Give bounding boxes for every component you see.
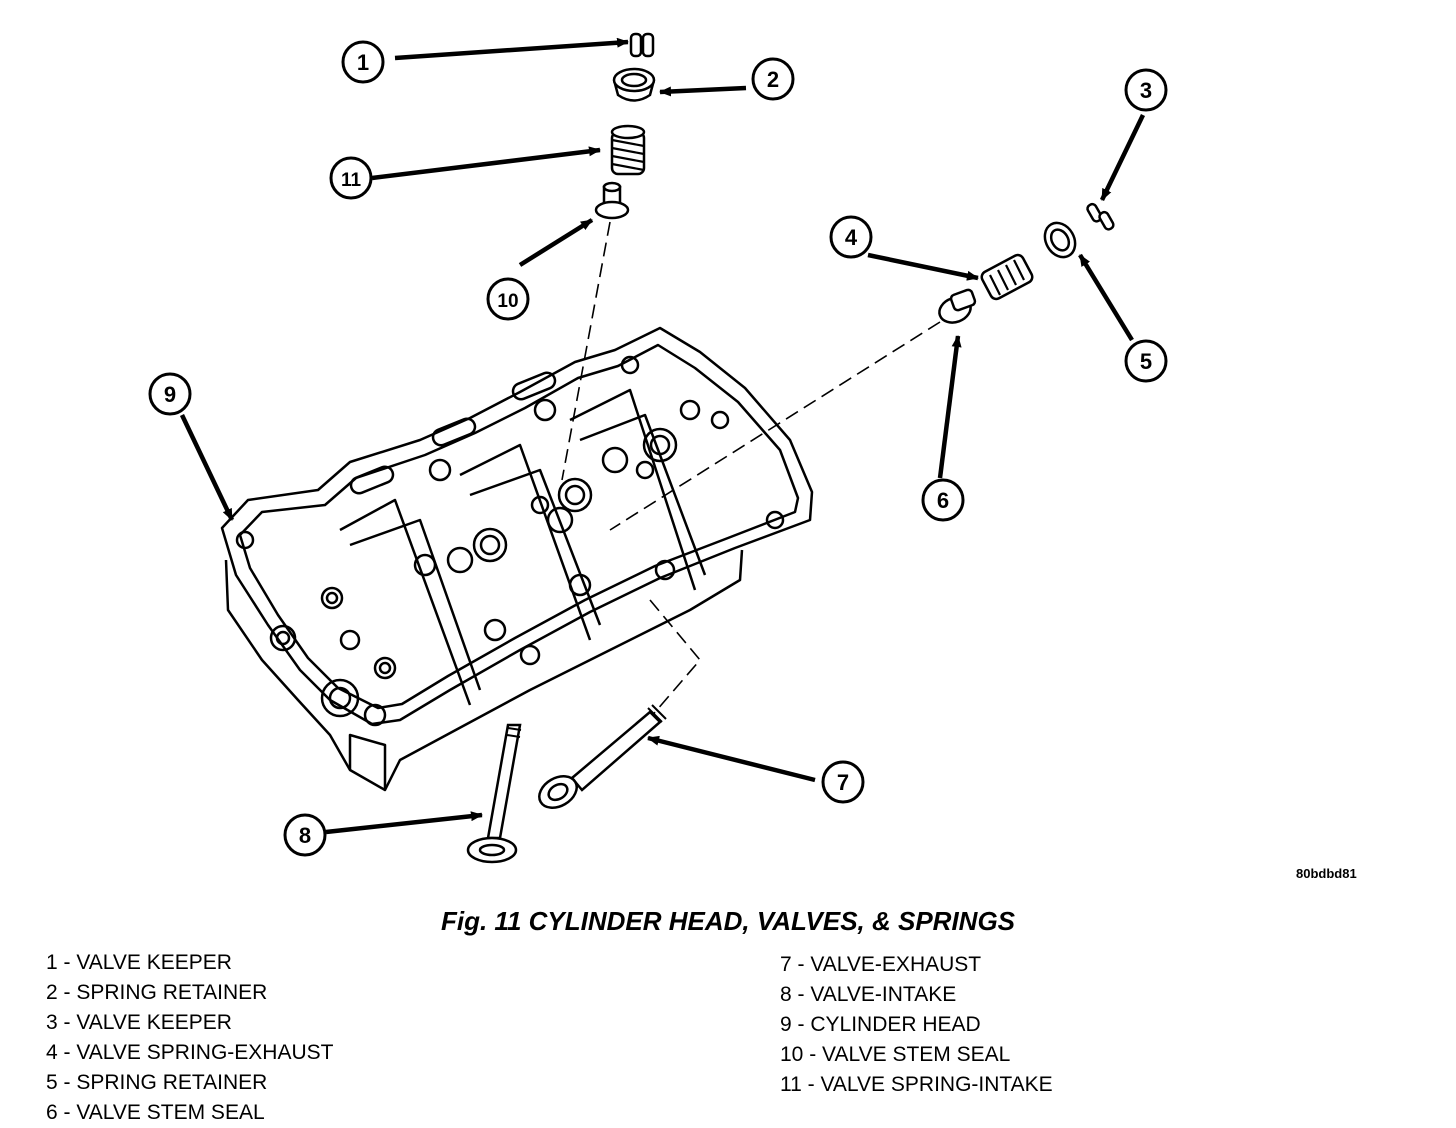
callout-10-ring <box>486 277 530 321</box>
callout-7-ring <box>821 760 865 804</box>
callout-6-ring <box>921 478 965 522</box>
callout-9-ring <box>148 372 192 416</box>
legend-right-column: 7 - VALVE-EXHAUST 8 - VALVE-INTAKE 9 - C… <box>780 950 1053 1100</box>
callout-10: 10 <box>497 291 518 312</box>
legend-item: 9 - CYLINDER HEAD <box>780 1013 981 1036</box>
callout-5-ring <box>1124 339 1168 383</box>
cylinder-head <box>220 326 814 792</box>
legend-item: 3 - VALVE KEEPER <box>46 1011 232 1034</box>
legend-item: 11 - VALVE SPRING-INTAKE <box>780 1073 1053 1096</box>
callout-4-ring <box>829 215 873 259</box>
exploded-diagram: 1 2 3 4 5 6 7 8 9 10 11 <box>148 32 1168 864</box>
valve-exhaust <box>538 704 667 809</box>
callout-3: 3 <box>1140 78 1152 103</box>
legend-item: 8 - VALVE-INTAKE <box>780 983 957 1006</box>
callout-numbers: 1 2 3 4 5 6 7 8 9 10 11 <box>164 50 1152 848</box>
callout-4: 4 <box>845 225 858 250</box>
callout-7: 7 <box>837 770 849 795</box>
callout-3-ring <box>1124 68 1168 112</box>
callout-2-ring <box>751 57 795 101</box>
spring-retainer-exhaust <box>1043 221 1077 259</box>
valve-stem-seal-intake <box>594 181 630 220</box>
legend-item: 10 - VALVE STEM SEAL <box>780 1043 1011 1066</box>
legend-left-column: 1 - VALVE KEEPER 2 - SPRING RETAINER 3 -… <box>46 948 333 1128</box>
legend-item: 1 - VALVE KEEPER <box>46 951 232 974</box>
figure-caption: Fig. 11 CYLINDER HEAD, VALVES, & SPRINGS <box>440 906 1016 936</box>
leader-arrows <box>179 37 1146 835</box>
valve-intake <box>466 723 522 864</box>
callout-6: 6 <box>937 488 949 513</box>
valve-spring-exhaust <box>980 253 1034 301</box>
valve-spring-intake <box>610 124 646 176</box>
callout-1: 1 <box>357 50 369 75</box>
callout-11: 11 <box>341 170 362 191</box>
legend-item: 5 - SPRING RETAINER <box>46 1071 268 1094</box>
valve-keeper-exhaust <box>1086 202 1115 231</box>
valve-keeper-intake <box>629 32 655 58</box>
alignment-lines <box>561 221 941 719</box>
callout-11-ring <box>329 156 373 200</box>
legend-item: 7 - VALVE-EXHAUST <box>780 953 982 976</box>
callout-circles <box>148 40 1168 857</box>
valve-stem-seal-exhaust <box>938 288 977 324</box>
callout-8: 8 <box>299 823 311 848</box>
callout-2: 2 <box>767 67 779 92</box>
figure-reference-code: 80bdbd81 <box>1296 866 1357 881</box>
legend-item: 2 - SPRING RETAINER <box>46 981 268 1004</box>
callout-8-ring <box>283 813 327 857</box>
callout-5: 5 <box>1140 349 1152 374</box>
callout-1-ring <box>341 40 385 84</box>
callout-9: 9 <box>164 382 176 407</box>
legend-item: 4 - VALVE SPRING-EXHAUST <box>46 1041 334 1064</box>
spring-retainer-intake <box>612 67 656 102</box>
legend-item: 6 - VALVE STEM SEAL <box>46 1101 265 1124</box>
